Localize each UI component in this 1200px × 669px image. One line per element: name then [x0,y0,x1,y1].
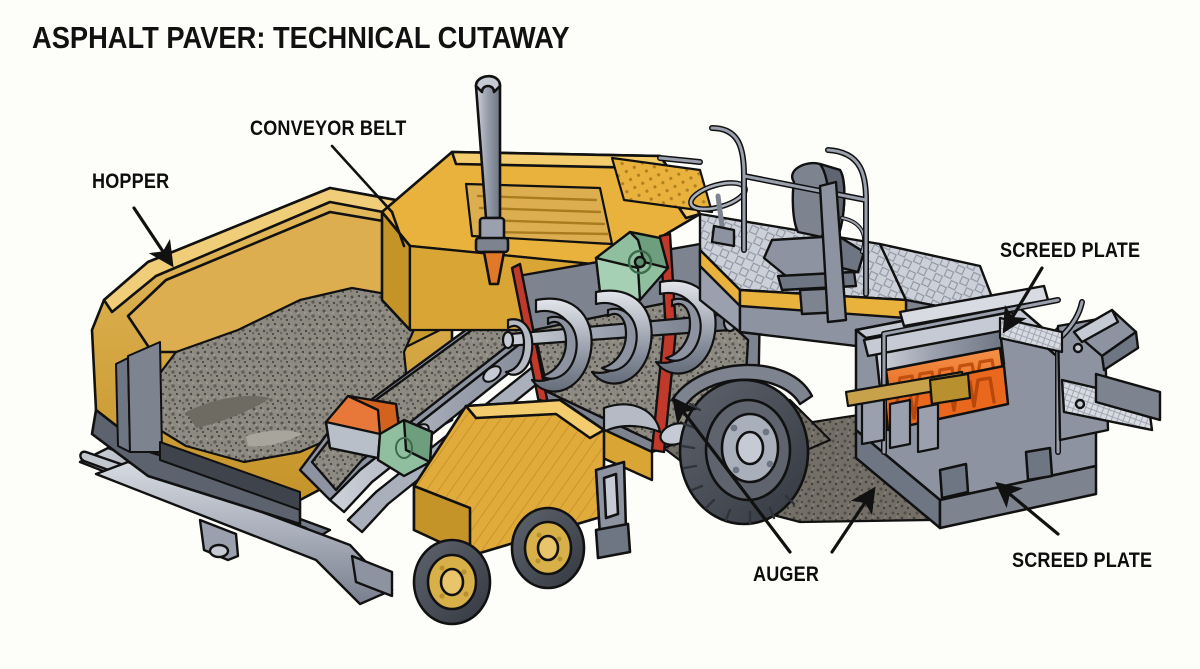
screed-end-gate [1056,316,1162,442]
leader-hopper [132,206,174,268]
leader-screed-plate-top [1002,266,1044,334]
callout-leaders [132,144,1060,554]
callout-label-hopper: HOPPER [92,170,170,193]
tamper-bars [860,392,940,454]
leader-auger-left [672,396,792,554]
callout-label-conveyor-belt: CONVEYOR BELT [250,117,407,140]
page-title: ASPHALT PAVER: TECHNICAL CUTAWAY [32,20,570,55]
exhaust-stack [474,74,510,286]
handrails-fill [658,126,868,296]
callout-label-screed-plate-bottom: SCREED PLATE [1012,549,1153,572]
bogie-wheels [412,460,632,626]
rear-column [818,180,848,324]
conveyor-drive [324,394,434,478]
leader-conveyor-belt-2 [390,210,406,248]
hopper [90,186,454,526]
drive-tire [670,363,814,526]
screed-control-console [1059,299,1140,372]
leader-screed-plate-bottom [995,481,1060,536]
auger-flights [504,279,717,449]
engine-hood [380,150,714,332]
callout-label-auger: AUGER [753,563,820,586]
callout-label-screed-plate-top: SCREED PLATE [1000,239,1141,262]
leader-auger-right [830,486,876,554]
leader-conveyor-belt [330,144,394,214]
auger-hydraulic-motor [594,230,670,302]
